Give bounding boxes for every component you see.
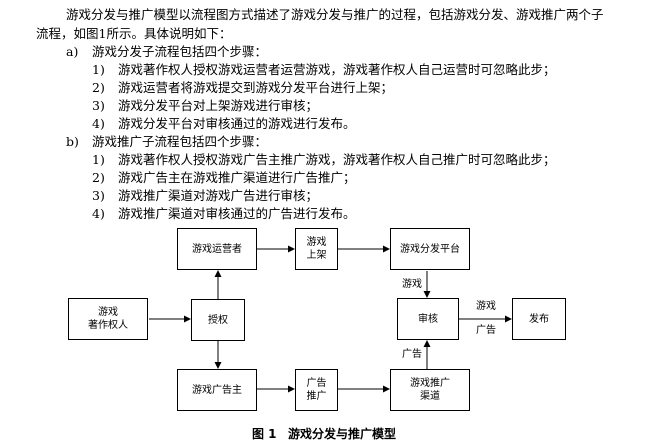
label-ad-right: 广告 <box>476 325 496 336</box>
section-b-marker: b) <box>66 134 79 149</box>
section-a-step-1: 游戏著作权人授权游戏运营者运营游戏，游戏著作权人自己运营时可忽略此步； <box>118 62 556 77</box>
section-a-step-1-num: 1) <box>92 62 105 77</box>
box-publish: 发布 <box>512 298 566 340</box>
section-b-step-3-num: 3) <box>92 188 105 203</box>
intro-line-1: 游戏分发与推广模型以流程图方式描述了游戏分发与推广的过程，包括游戏分发、游戏推广… <box>66 7 604 22</box>
section-b-step-2-num: 2) <box>92 170 105 185</box>
box-game-listing: 游戏 上架 <box>295 228 338 270</box>
section-a-step-3: 游戏分发平台对上架游戏进行审核； <box>118 98 319 113</box>
section-b-step-4-num: 4) <box>92 206 105 221</box>
section-b-step-1-num: 1) <box>92 152 105 167</box>
section-a-step-2: 游戏运营者将游戏提交到游戏分发平台进行上架； <box>118 80 394 95</box>
section-a-title: 游戏分发子流程包括四个步骤： <box>92 44 268 59</box>
section-a-marker: a) <box>66 44 79 59</box>
section-a-step-4: 游戏分发平台对审核通过的游戏进行发布。 <box>118 116 356 131</box>
section-a-step-3-num: 3) <box>92 98 105 113</box>
section-b-step-3: 游戏推广渠道对游戏广告进行审核； <box>118 188 319 203</box>
intro-line-2: 流程，如图1所示。具体说明如下： <box>36 26 232 41</box>
label-ad-bottom: 广告 <box>402 349 422 360</box>
box-game-operator: 游戏运营者 <box>177 228 257 270</box>
section-b-step-4: 游戏推广渠道对审核通过的广告进行发布。 <box>118 206 356 221</box>
label-game-top: 游戏 <box>402 279 422 290</box>
section-b-title: 游戏推广子流程包括四个步骤： <box>92 134 268 149</box>
figure-number: 图 1 <box>252 427 277 441</box>
box-copyright-holder: 游戏 著作权人 <box>68 298 148 340</box>
label-game-right: 游戏 <box>476 301 496 312</box>
box-game-advertiser: 游戏广告主 <box>177 369 257 411</box>
box-promo-channel: 游戏推广 渠道 <box>390 369 470 411</box>
section-b-step-1: 游戏著作权人授权游戏广告主推广游戏，游戏著作权人自己推广时可忽略此步； <box>118 152 556 167</box>
section-a-step-4-num: 4) <box>92 116 105 131</box>
section-b-step-2: 游戏广告主在游戏推广渠道进行广告推广； <box>118 170 356 185</box>
figure-title: 游戏分发与推广模型 <box>288 427 397 441</box>
box-distribution-platform: 游戏分发平台 <box>390 228 470 270</box>
box-ad-promo: 广告 推广 <box>295 369 338 411</box>
box-authorize: 授权 <box>191 299 245 341</box>
section-a-step-2-num: 2) <box>92 80 105 95</box>
box-review: 审核 <box>397 298 459 340</box>
